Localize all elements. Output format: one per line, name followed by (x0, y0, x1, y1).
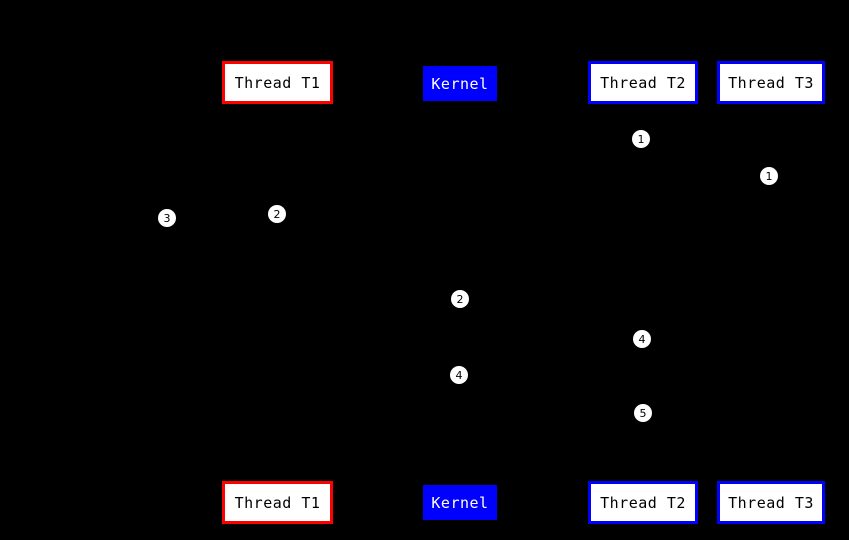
participant-label: Kernel (431, 74, 489, 93)
step-marker: 2 (268, 205, 286, 223)
participant-label: Thread T1 (234, 73, 321, 92)
participant-t1-top[interactable]: Thread T1 (222, 61, 333, 104)
participant-t1-bottom[interactable]: Thread T1 (222, 481, 333, 524)
step-marker: 1 (632, 130, 650, 148)
participant-label: Thread T1 (234, 493, 321, 512)
participant-kernel-bottom[interactable]: Kernel (423, 485, 497, 520)
participant-label: Thread T2 (600, 73, 686, 92)
step-marker: 1 (760, 167, 778, 185)
step-marker: 5 (634, 404, 652, 422)
step-marker-label: 4 (455, 368, 463, 382)
step-marker: 4 (633, 330, 651, 348)
participant-kernel-top[interactable]: Kernel (423, 66, 497, 101)
participant-label: Thread T2 (600, 493, 686, 512)
participant-t2-top[interactable]: Thread T2 (588, 61, 698, 104)
participant-t3-bottom[interactable]: Thread T3 (717, 481, 825, 524)
step-marker-label: 2 (456, 292, 464, 306)
lifeline-t2 (643, 104, 644, 481)
step-marker-label: 1 (765, 169, 773, 183)
step-marker: 3 (158, 209, 176, 227)
step-marker-label: 4 (638, 332, 646, 346)
participant-label: Thread T3 (728, 73, 814, 92)
step-marker: 4 (450, 366, 468, 384)
lifeline-t3 (771, 104, 772, 481)
step-marker-label: 1 (637, 132, 645, 146)
step-marker-label: 3 (163, 211, 171, 225)
step-marker: 2 (451, 290, 469, 308)
participant-t3-top[interactable]: Thread T3 (717, 61, 825, 104)
participant-label: Kernel (431, 493, 489, 512)
step-marker-label: 5 (639, 406, 647, 420)
lifeline-t1 (277, 104, 278, 481)
participant-t2-bottom[interactable]: Thread T2 (588, 481, 698, 524)
step-marker-label: 2 (273, 207, 281, 221)
participant-label: Thread T3 (728, 493, 814, 512)
